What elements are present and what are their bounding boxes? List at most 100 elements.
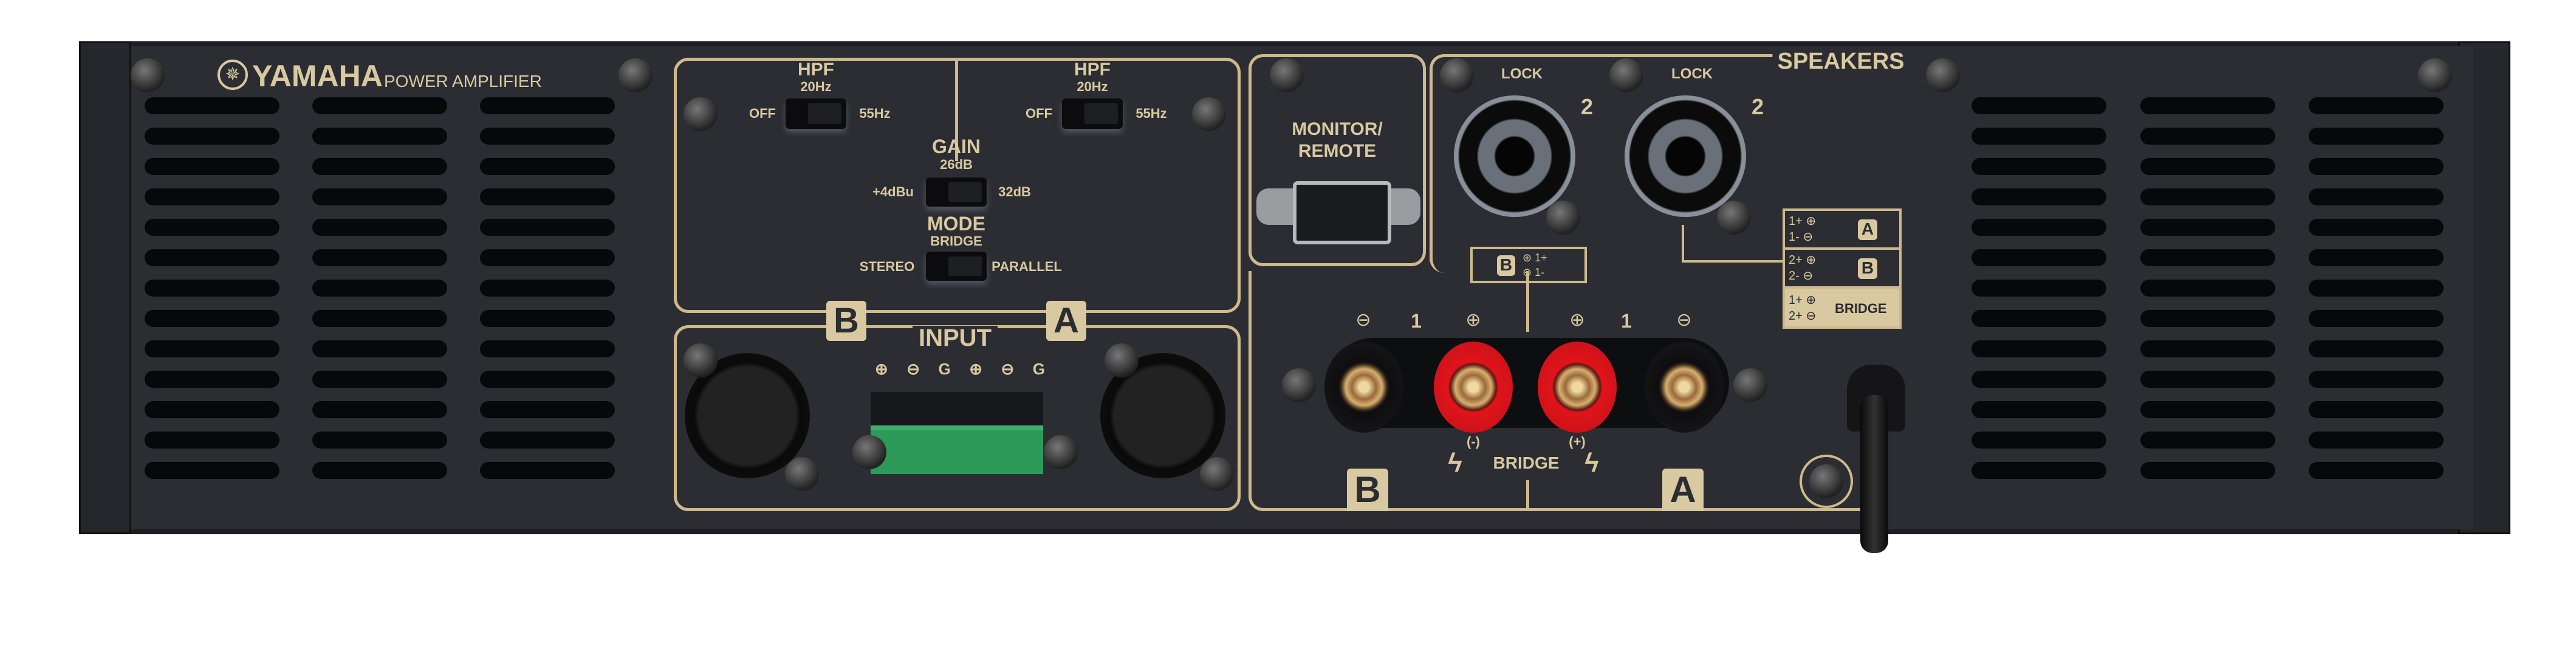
screw-icon (131, 58, 165, 92)
legend-a-badge: A (1858, 219, 1877, 240)
bridge-label: BRIDGE (1489, 455, 1563, 472)
screw-icon (1105, 343, 1139, 377)
speakon-1-channel-label: 2 (1580, 94, 1594, 119)
monitor-remote-db15-port[interactable] (1293, 181, 1391, 244)
vent-slot (312, 310, 447, 327)
screw-icon (1270, 58, 1304, 92)
vent-slot (480, 219, 615, 236)
monitor-panel-border (1249, 54, 1426, 266)
post-label: ⊖ (1355, 310, 1371, 330)
screw-icon (1282, 368, 1316, 402)
legend-leader (1682, 225, 1684, 261)
lightning-warning-icon: ϟ (1448, 448, 1462, 478)
vent-slot (145, 219, 279, 236)
hpf-b-switch[interactable] (786, 98, 846, 129)
vent-slot (480, 371, 615, 388)
vent-slot (1971, 462, 2106, 479)
vent-slot (2309, 371, 2444, 388)
hpf-a-switch[interactable] (1062, 98, 1123, 129)
vent-slot (145, 249, 279, 266)
vent-slot (2140, 219, 2275, 236)
vent-slot (312, 249, 447, 266)
vent-slot (2140, 188, 2275, 205)
legend-text: 1+ ⊕ (1789, 294, 1817, 307)
vent-slot (480, 310, 615, 327)
vent-slot (2140, 340, 2275, 357)
vent-slot (312, 462, 447, 479)
screw-icon (683, 343, 718, 377)
lock-label: LOCK (1671, 66, 1713, 82)
vent-slot (312, 401, 447, 418)
terminal-labels: ⊕⊖G⊕⊖G (875, 360, 1045, 379)
post-label: ⊕ (1465, 310, 1481, 330)
screw-icon (1440, 58, 1474, 92)
screw-icon (1926, 58, 1960, 92)
hpf-a-left-label: OFF (1026, 106, 1052, 121)
vent-slot (480, 432, 615, 449)
vent-slot (1971, 158, 2106, 175)
hpf-b-title: HPF (798, 60, 834, 80)
legend-text: 2- ⊖ (1789, 269, 1814, 283)
legend-row: ⊕ 1+ (1523, 252, 1547, 264)
bridge-plus-label: (+) (1569, 434, 1586, 449)
terminal-label: G (938, 360, 951, 378)
vent-slot (145, 401, 279, 418)
vent-slot (480, 340, 615, 357)
screw-icon (1733, 368, 1767, 402)
vent-slot (2309, 310, 2444, 327)
gain-top-label: 26dB (940, 157, 973, 172)
mode-switch[interactable] (926, 252, 987, 281)
mode-right-label: PARALLEL (992, 259, 1062, 274)
vent-slot (312, 158, 447, 175)
vent-slot (312, 280, 447, 297)
output-channel-a-badge: A (1662, 469, 1704, 511)
terminal-label: ⊕ (969, 360, 983, 378)
gain-switch[interactable] (926, 177, 987, 207)
left-rack-ear (79, 41, 131, 534)
euroblock-input-connector[interactable] (871, 425, 1043, 474)
legend-text: 2+ ⊕ (1789, 253, 1817, 267)
binding-post-b-positive[interactable] (1434, 342, 1513, 433)
binding-post-b-negative[interactable] (1324, 342, 1403, 433)
speakon-output-2[interactable] (1625, 95, 1746, 217)
vent-slot (312, 371, 447, 388)
post-label: ⊖ (1676, 310, 1692, 330)
vent-slot (145, 310, 279, 327)
vent-slot (2309, 219, 2444, 236)
speakon-output-1[interactable] (1454, 95, 1575, 217)
binding-post-a-positive[interactable] (1538, 342, 1617, 433)
input-channel-b-badge: B (826, 301, 866, 341)
monitor-label: MONITOR/ (1292, 119, 1383, 139)
vent-slot (1971, 249, 2106, 266)
output-channel-b-badge: B (1347, 469, 1388, 511)
vent-slot (2140, 310, 2275, 327)
vent-slot (1971, 432, 2106, 449)
divider (955, 58, 958, 161)
ground-screw-icon[interactable] (1809, 464, 1843, 498)
screw-icon (2418, 58, 2452, 92)
input-channel-a-badge: A (1046, 301, 1086, 341)
post-label: 1 (1621, 310, 1632, 332)
terminal-label: ⊖ (1001, 360, 1015, 378)
vent-slot (145, 188, 279, 205)
terminal-label: G (1032, 360, 1045, 378)
vent-slot (2140, 158, 2275, 175)
vent-slot (480, 249, 615, 266)
vent-slot (145, 128, 279, 145)
input-label: INPUT (913, 326, 998, 350)
binding-post-panel-border (1249, 271, 1874, 511)
ground-terminal-ring (1800, 455, 1853, 508)
binding-post-a-negative[interactable] (1645, 342, 1724, 433)
speakers-title: SPEAKERS (1772, 50, 1910, 73)
hpf-b-top-label: 20Hz (800, 79, 832, 94)
vent-slot (2309, 280, 2444, 297)
hpf-a-right-label: 55Hz (1136, 106, 1167, 121)
vent-slot (480, 158, 615, 175)
vent-slot (1971, 401, 2106, 418)
terminal-label: ⊖ (906, 360, 920, 378)
vent-slot (2140, 128, 2275, 145)
screw-icon (618, 58, 653, 92)
mode-top-label: BRIDGE (930, 233, 982, 249)
post-label: 1 (1411, 310, 1422, 332)
vent-slot (145, 280, 279, 297)
